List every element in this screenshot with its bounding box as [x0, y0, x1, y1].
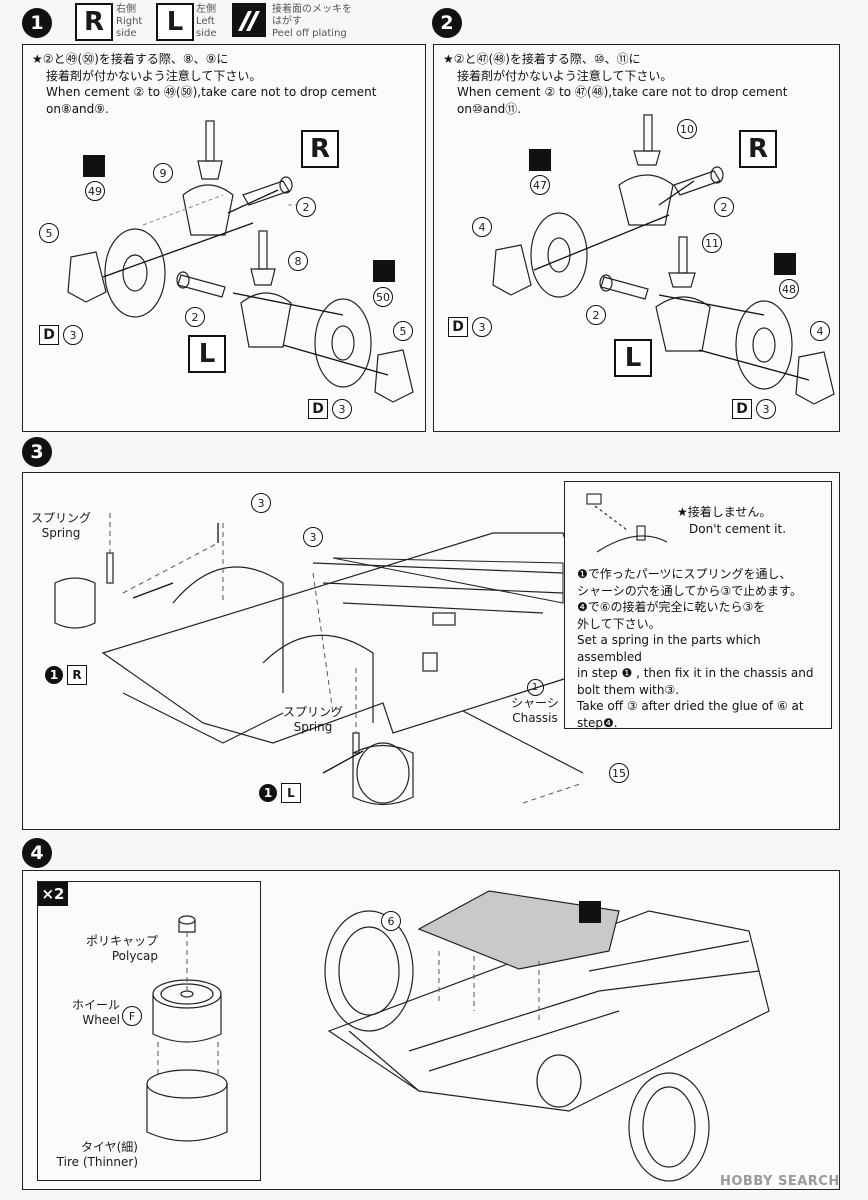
plating-tag-step4 — [579, 901, 601, 923]
left-side-badge: L — [614, 339, 652, 377]
wheel-drawing — [146, 915, 228, 1142]
part-2-lower: 2 — [185, 307, 205, 327]
right-side-badge: R — [301, 130, 339, 168]
step-2-number: 2 — [432, 8, 462, 38]
part-3-middle: 3 — [303, 527, 323, 547]
ref-step1-right: 1 R — [45, 665, 87, 685]
tire-label: タイヤ(細)Tire (Thinner) — [56, 1140, 138, 1169]
step-3-chassis-drawing — [54, 513, 584, 806]
part-3-upper: 3 — [251, 493, 271, 513]
step-3-number: 3 — [22, 437, 52, 467]
part-15: 15 — [609, 763, 629, 783]
part-2-lower: 2 — [586, 305, 606, 325]
part-49: 49 — [85, 181, 105, 201]
right-side-badge: R — [739, 130, 777, 168]
left-side-badge: L — [188, 335, 226, 373]
part-10: 10 — [677, 119, 697, 139]
left-side-symbol: L — [156, 3, 194, 41]
part-5-right: 5 — [393, 321, 413, 341]
step-1-panel: ★②と㊾(㊿)を接着する際、⑧、⑨に 接着剤が付かないよう注意して下さい。 Wh… — [22, 44, 426, 432]
part-6: 6 — [381, 911, 401, 931]
peel-plating-icon — [232, 3, 266, 37]
plating-tag-48 — [774, 253, 796, 275]
part-48: 48 — [779, 279, 799, 299]
inset-bolt-drawing — [586, 493, 668, 553]
part-4-left: 4 — [472, 217, 492, 237]
quantity-badge: ×2 — [38, 882, 68, 906]
step-1-number: 1 — [22, 8, 52, 38]
part-4-right: 4 — [810, 321, 830, 341]
part-47: 47 — [530, 175, 550, 195]
wheel-part-F: F — [122, 1006, 142, 1026]
part-2-upper: 2 — [714, 197, 734, 217]
part-5-left: 5 — [39, 223, 59, 243]
part-2-upper: 2 — [296, 197, 316, 217]
chassis-label: 1 シャーシ Chassis — [503, 679, 567, 726]
inset-cement-note: ★接着しません。 Don't cement it. — [677, 505, 787, 536]
step-1-note: ★②と㊾(㊿)を接着する際、⑧、⑨に 接着剤が付かないよう注意して下さい。 Wh… — [32, 52, 377, 116]
step-4-number: 4 — [22, 838, 52, 868]
step-2-note: ★②と㊼(㊽)を接着する際、⑩、⑪に 接着剤が付かないよう注意して下さい。 Wh… — [443, 52, 788, 116]
step-2-drawing — [492, 114, 835, 405]
watermark: HOBBY SEARCH — [720, 1174, 840, 1189]
part-9: 9 — [153, 163, 173, 183]
plating-tag-49 — [83, 155, 105, 177]
right-side-symbol: R — [75, 3, 113, 41]
part-8: 8 — [288, 251, 308, 271]
step-2-panel: ★②と㊼(㊽)を接着する際、⑩、⑪に 接着剤が付かないよう注意して下さい。 Wh… — [433, 44, 840, 432]
step-4-car-drawing — [324, 890, 770, 1182]
step-3-inset-box: ★接着しません。 Don't cement it. ❶で作ったパーツにスプリング… — [564, 481, 832, 730]
plating-tag-47 — [529, 149, 551, 171]
inset-instructions: ❶で作ったパーツにスプリングを通し、 シャーシの穴を通してから③で止めます。 ❹… — [577, 567, 814, 730]
part-11: 11 — [702, 233, 722, 253]
step-1-drawing — [67, 120, 414, 403]
ref-step1-left: 1 L — [259, 783, 301, 803]
part-50: 50 — [373, 287, 393, 307]
plating-tag-50 — [373, 260, 395, 282]
